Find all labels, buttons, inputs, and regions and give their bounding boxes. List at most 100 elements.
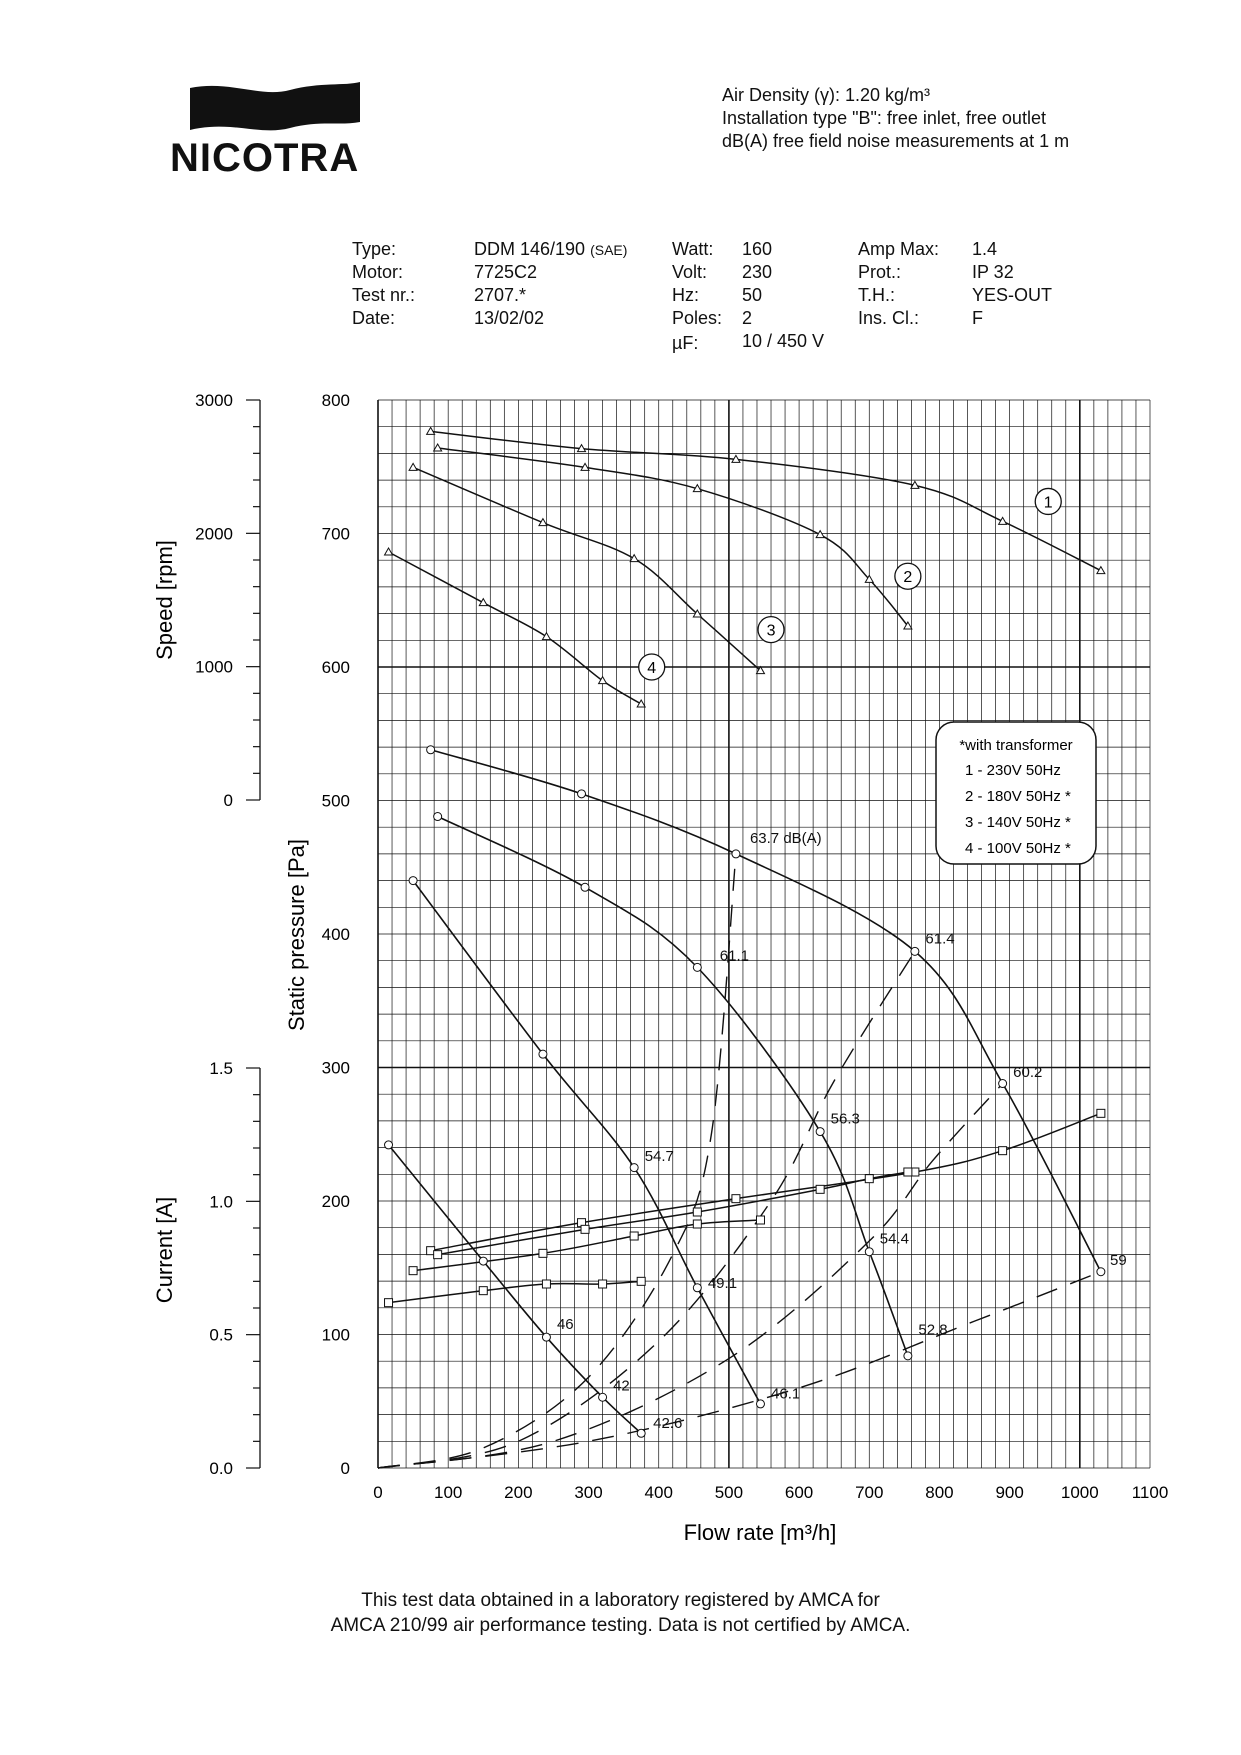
pressure-point-4 — [478, 1256, 488, 1266]
curve-number-circle — [638, 653, 666, 681]
speed-tick-label: 1000 — [195, 658, 233, 677]
speed-point-1 — [997, 516, 1008, 525]
noise-label: 59 — [1110, 1252, 1127, 1269]
legend-entry-2: 2 - 180V 50Hz * — [965, 788, 1071, 805]
legend-frame — [935, 721, 1097, 865]
noise-note: dB(A) free field noise measurements at 1… — [722, 131, 1070, 151]
current-point-3 — [755, 1215, 765, 1225]
spec-label-inscl: Ins. Cl.: — [858, 308, 920, 328]
speed-point-2 — [692, 483, 703, 493]
pressure-curve-3 — [412, 880, 762, 1405]
current-point-4 — [541, 1279, 551, 1289]
footer-line-2: AMCA 210/99 air performance testing. Dat… — [330, 1615, 911, 1636]
spec-label-date: Date: — [352, 308, 396, 328]
speed-point-3 — [692, 608, 703, 618]
spec-value-poles: 2 — [742, 308, 753, 328]
speed-point-1 — [1096, 565, 1106, 575]
speed-point-2 — [864, 574, 875, 583]
spec-label-hz: Hz: — [672, 285, 699, 305]
pressure-point-4 — [541, 1332, 551, 1342]
current-point-2 — [433, 1250, 443, 1260]
noise-label: 54.4 — [880, 1231, 909, 1248]
legend-entry-1: 1 - 230V 50Hz — [965, 762, 1061, 779]
speed-point-2 — [580, 462, 590, 471]
spec-value-hz: 50 — [742, 285, 763, 305]
curve-number-label: 4 — [647, 660, 656, 677]
system-curve-3 — [377, 1083, 1004, 1469]
speed-point-4 — [636, 698, 647, 708]
spec-label-test: Test nr.: — [352, 285, 416, 305]
current-axis-label: Current [A] — [152, 1197, 177, 1303]
curve-number-label: 3 — [767, 623, 776, 640]
speed-point-2 — [903, 620, 913, 630]
speed-point-4 — [478, 597, 489, 607]
pressure-tick-label: 700 — [322, 525, 350, 544]
x-tick-label: 800 — [925, 1483, 953, 1502]
noise-label: 60.2 — [1013, 1064, 1042, 1081]
current-point-2 — [815, 1184, 825, 1194]
pressure-point-3 — [408, 876, 418, 886]
curve-number-circle — [757, 615, 785, 644]
pressure-point-3 — [629, 1163, 639, 1173]
current-point-2 — [903, 1167, 913, 1177]
pressure-curve-4 — [387, 1144, 642, 1434]
pressure-axis-label: Static pressure [Pa] — [284, 839, 309, 1031]
pressure-point-4 — [384, 1140, 394, 1150]
curve-number-label: 1 — [1044, 494, 1053, 511]
pressure-point-1 — [1096, 1267, 1106, 1277]
speed-point-1 — [910, 480, 920, 489]
current-curve-1 — [430, 1112, 1102, 1252]
noise-label: 61.4 — [925, 930, 954, 947]
test-conditions: Air Density (γ): 1.20 kg/m³ Installation… — [722, 84, 1069, 153]
spec-value-ampmax: 1.4 — [972, 239, 998, 259]
x-tick-label: 1000 — [1061, 1483, 1099, 1502]
noise-label: 52.8 — [918, 1322, 947, 1339]
noise-label: 42 — [613, 1378, 630, 1395]
spec-label-type: Type: — [352, 239, 397, 259]
system-curve-1 — [377, 853, 737, 1469]
spec-label-poles: Poles: — [672, 308, 723, 328]
speed-curve-4 — [388, 551, 642, 705]
spec-type-model: DDM 146/190 — [474, 239, 586, 259]
noise-label: 63.7 dB(A) — [750, 830, 822, 847]
pressure-point-1 — [426, 745, 436, 755]
current-point-2 — [692, 1207, 702, 1217]
spec-value-prot: IP 32 — [972, 262, 1014, 282]
pressure-point-2 — [864, 1247, 874, 1257]
noise-label: 46 — [557, 1316, 574, 1333]
speed-point-2 — [432, 442, 443, 452]
nicotra-logo: NICOTRA — [170, 80, 370, 180]
current-point-4 — [384, 1298, 394, 1308]
system-curve-2 — [377, 950, 916, 1469]
current-point-4 — [478, 1286, 488, 1296]
chart-legend: *with transformer 1 - 230V 50Hz 2 - 180V… — [935, 721, 1097, 865]
x-tick-label: 100 — [434, 1483, 462, 1502]
pressure-point-4 — [598, 1392, 608, 1402]
current-point-3 — [408, 1266, 418, 1276]
current-point-4 — [636, 1276, 646, 1286]
x-tick-label: 900 — [995, 1483, 1023, 1502]
pressure-point-2 — [433, 812, 443, 822]
spec-label-uf: µF: — [672, 333, 699, 353]
speed-point-2 — [815, 529, 826, 539]
pressure-tick-label: 500 — [322, 792, 350, 811]
noise-label: 56.3 — [831, 1111, 860, 1128]
spec-value-volt: 230 — [742, 262, 773, 282]
speed-point-3 — [538, 517, 548, 527]
air-density-note: Air Density (γ): 1.20 kg/m³ — [722, 85, 931, 105]
spec-value-date: 13/02/02 — [474, 308, 545, 328]
x-tick-label: 500 — [715, 1483, 743, 1502]
footer-line-1: This test data obtained in a laboratory … — [361, 1590, 880, 1611]
x-tick-label: 1100 — [1132, 1483, 1169, 1502]
installation-note: Installation type "B": free inlet, free … — [722, 108, 1046, 128]
pressure-tick-label: 800 — [322, 391, 350, 410]
spec-value-test: 2707.* — [474, 285, 527, 305]
spec-value-type: DDM 146/190 (SAE) — [474, 238, 627, 262]
legend-entry-3: 3 - 140V 50Hz * — [965, 814, 1071, 831]
pressure-point-2 — [815, 1127, 825, 1137]
current-tick-label: 0.0 — [209, 1459, 233, 1478]
pressure-point-4 — [636, 1428, 646, 1438]
